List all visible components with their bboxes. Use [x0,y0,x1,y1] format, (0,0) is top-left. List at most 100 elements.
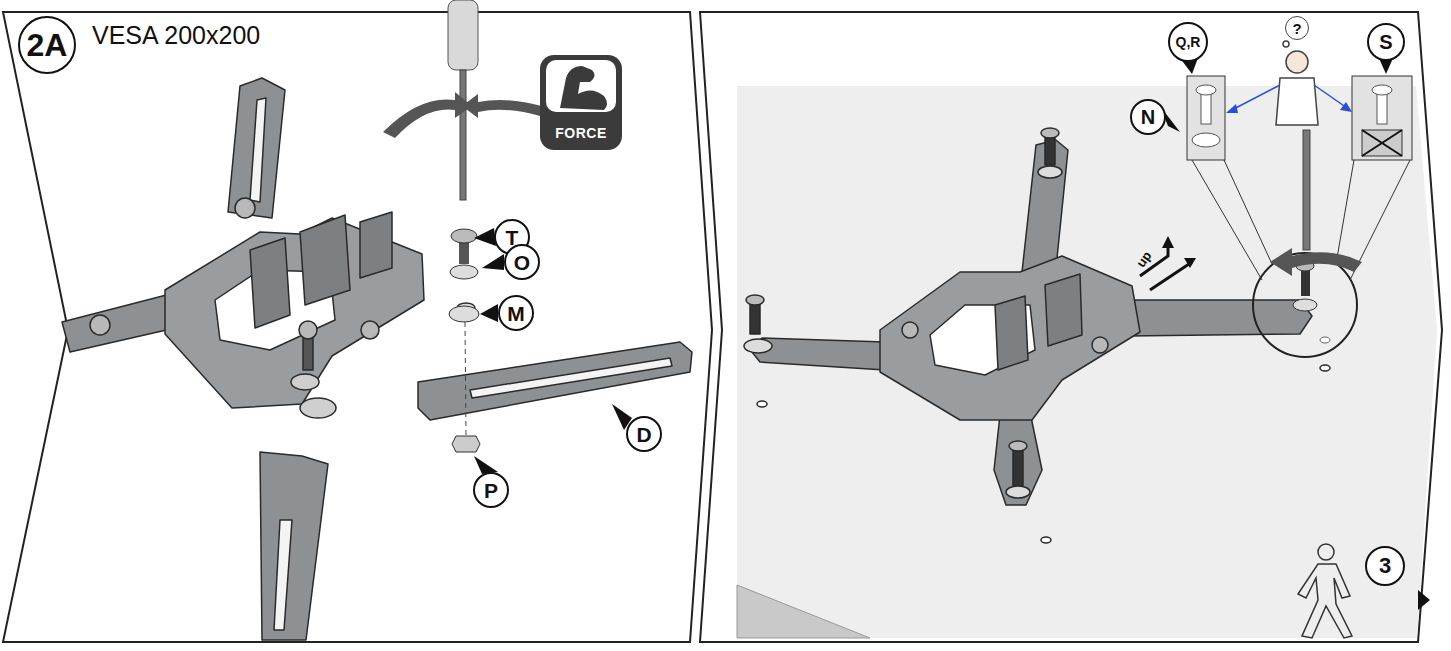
arrowhead [1340,102,1352,112]
washer [1006,486,1030,498]
washer [449,306,479,322]
screw-head [361,321,379,339]
screw [1201,92,1211,124]
screw-head [1041,128,1059,138]
cross-mark [1362,130,1402,156]
washer [744,339,772,353]
leader-line [1336,160,1354,264]
callout-letter: Q,R [1176,35,1201,49]
thinking-person [1276,41,1318,125]
screw-head [90,315,110,335]
assembly-axis [465,322,466,436]
callout-circle: O [504,244,540,280]
screw-head [1372,85,1392,95]
callout-circle: 3 [1365,546,1405,586]
callout-circle: S [1367,23,1405,61]
step-panel [700,12,1442,642]
screwdriver-shaft [460,70,466,200]
screw-head [902,322,918,338]
mounted-bracket [744,128,1330,543]
callout-circle: D [626,416,662,452]
hook-tab [360,212,392,278]
force-icon-ground [546,60,616,112]
screw-head [299,321,317,339]
washer [1038,166,1062,178]
screw [1013,448,1023,488]
callout-letter: D [636,424,651,445]
hook-tab [1045,274,1082,346]
mount-bracket [62,78,692,640]
bracket-plate [880,256,1140,420]
washer [1293,299,1317,311]
screw [1045,135,1055,165]
callout-letter: S [1379,32,1392,52]
callout-circle: Q,R [1168,22,1208,62]
screw-head [1196,85,1216,95]
screw-head [235,198,255,218]
callout-tail [482,254,504,270]
washer [1192,133,1220,147]
arm-slot [470,358,672,398]
screw [1377,92,1387,124]
table-hole [1320,365,1330,371]
callout-letter: M [507,303,525,324]
crossed-washer [1362,130,1402,156]
callout-tail [474,228,496,246]
bracket-arm [260,452,328,640]
bracket-arm [994,412,1042,505]
screwdriver-shaft [1303,130,1310,250]
bracket-arm [228,78,285,218]
callout-circle: P [473,472,509,508]
up-arrow [1150,262,1192,290]
rotation-arrow [462,94,548,118]
arm-slot [250,98,266,202]
arrowhead [1184,258,1196,268]
bracket-arm [752,338,885,370]
person-head [1286,51,1308,73]
hook-tab [995,296,1028,370]
leader-line [1224,160,1272,264]
force-icon [540,55,622,150]
screwdriver-handle [448,0,478,70]
callout-letter: ? [1292,21,1301,36]
nut [452,436,480,452]
table-hole [1041,537,1051,543]
washer [450,265,478,279]
screw-head [1009,441,1027,451]
option-box [1352,76,1412,160]
cross-mark [1362,130,1402,156]
callout-circle: M [498,295,534,331]
rotation-arrow [383,92,472,138]
callout-circle: N [1130,99,1166,135]
bracket-arm [418,342,692,420]
leader-lines [1192,160,1410,280]
callout-letter: N [1141,107,1155,127]
bracket-arm [1128,300,1312,336]
table-edge [737,585,870,638]
callout-circle: 2A [18,16,76,74]
walking-figure [1298,544,1352,638]
table-hole [1320,337,1330,343]
hook-tab [250,238,290,328]
arrowhead [1226,104,1238,113]
callout-tail [480,304,498,322]
force-label: FORCE [555,126,607,140]
detail-circle [1253,253,1357,357]
standard-label: VESA 200x200 [92,22,260,50]
screw [1301,268,1310,296]
rotation-arrow [1270,248,1362,276]
callout-letter: P [484,480,498,501]
force-label-box: FORCE [540,55,622,150]
callout-letter: 3 [1379,555,1391,577]
screw-head [1092,337,1108,353]
callout-tail [474,456,498,474]
callout-tails [474,56,1394,474]
person-body [1276,78,1318,125]
callout-circle: ? [1285,16,1309,40]
arm-icon [560,66,607,110]
screw [750,302,760,334]
arm-slot [274,520,292,630]
callout-letter: O [514,252,530,273]
next-step-arrow [1418,590,1430,610]
